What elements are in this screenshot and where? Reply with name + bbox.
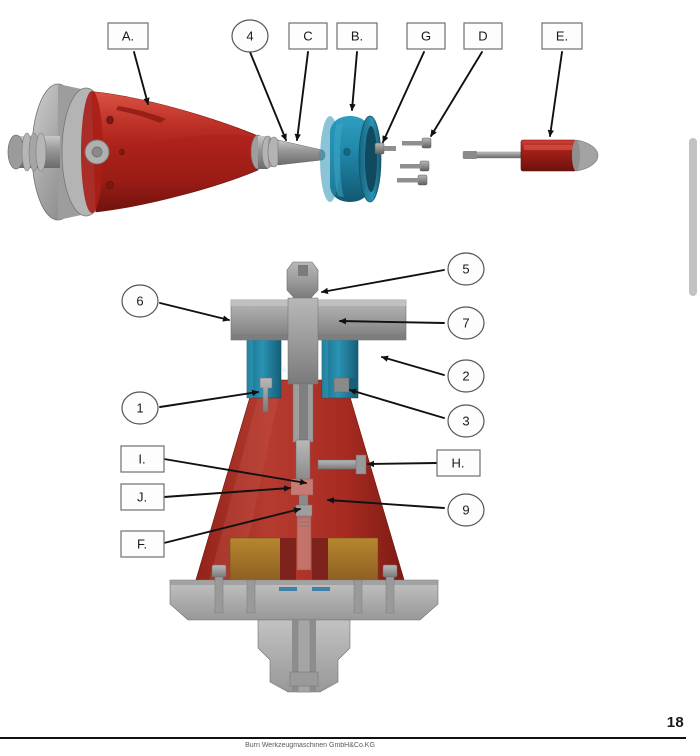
scrollbar-track[interactable]: [686, 0, 700, 756]
callout-a[interactable]: A.: [107, 22, 150, 105]
component-c-tapered-shaft: [250, 134, 326, 170]
callout-9-label: 9: [462, 502, 469, 517]
cross-section-drawing: 6 1 5 7 2: [120, 252, 485, 693]
component-d-screw-1: [402, 137, 432, 149]
callout-i-label: I.: [138, 451, 145, 466]
callout-d[interactable]: D: [430, 22, 503, 137]
callout-4-label: 4: [246, 28, 253, 43]
component-g-screw-upper: [374, 142, 396, 155]
callout-e-label: E.: [556, 28, 568, 43]
callout-6-label: 6: [136, 293, 143, 308]
rear-spigot: [7, 132, 60, 172]
callout-c[interactable]: C: [288, 22, 328, 141]
component-a-cone-body: [7, 83, 259, 221]
section-base-bolts: [211, 564, 398, 614]
scrollbar-thumb[interactable]: [689, 138, 697, 296]
footer-divider: [0, 737, 700, 739]
callout-f[interactable]: F.: [120, 507, 301, 558]
page-number: 18: [666, 714, 684, 731]
callout-e[interactable]: E.: [541, 22, 583, 137]
callout-1-label: 1: [136, 400, 143, 415]
callout-7[interactable]: 7: [339, 306, 485, 340]
section-collar-blue: [246, 336, 359, 399]
footer-company-text: Burri Werkzeugmaschinen GmbH&Co.KG: [245, 742, 375, 749]
callout-c-label: C: [303, 28, 312, 43]
callout-1[interactable]: 1: [121, 389, 259, 425]
callout-6[interactable]: 6: [121, 284, 230, 322]
exploded-assembly-drawing: A. 4 C B. G: [7, 19, 599, 221]
callout-h-label: H.: [452, 455, 465, 470]
section-top-plate: [230, 299, 407, 341]
callout-g[interactable]: G: [382, 22, 446, 143]
callout-5[interactable]: 5: [321, 252, 485, 295]
callout-3[interactable]: 3: [349, 388, 485, 438]
section-side-screw: [317, 454, 367, 475]
component-b-blue-clamp-ring: [320, 115, 382, 203]
callout-2-label: 2: [462, 368, 469, 383]
callout-d-label: D: [478, 28, 487, 43]
callout-g-label: G: [421, 28, 431, 43]
callout-3-label: 3: [462, 413, 469, 428]
callout-j-label: J.: [137, 489, 147, 504]
component-e-tool-mandrel: [462, 139, 599, 172]
callout-b[interactable]: B.: [336, 22, 378, 111]
callout-7-label: 7: [462, 315, 469, 330]
section-base-flange: [169, 579, 439, 621]
component-d-screw-3: [397, 174, 428, 186]
callout-h[interactable]: H.: [367, 449, 481, 477]
callout-f-label: F.: [137, 536, 147, 551]
component-d-screw-2: [400, 160, 430, 172]
callout-b-label: B.: [351, 28, 363, 43]
callout-9[interactable]: 9: [327, 493, 485, 527]
callout-5-label: 5: [462, 261, 469, 276]
section-bottom-boss: [257, 619, 351, 693]
callout-4[interactable]: 4: [231, 19, 287, 141]
callout-i[interactable]: I.: [120, 445, 307, 486]
section-copper-coils: [229, 537, 379, 583]
callout-a-label: A.: [122, 28, 134, 43]
section-collar-screws: [259, 366, 350, 413]
callout-j[interactable]: J.: [120, 483, 291, 511]
callout-2[interactable]: 2: [381, 355, 485, 393]
section-central-spindle: [286, 261, 319, 527]
